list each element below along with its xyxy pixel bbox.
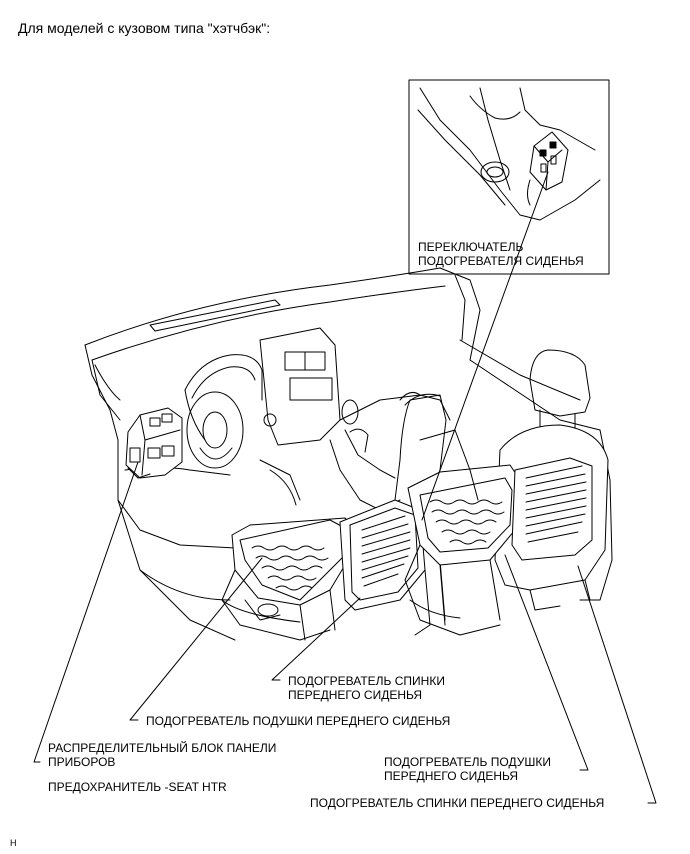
corner-mark: H: [10, 838, 17, 848]
label-fuse-seat-htr: ПРЕДОХРАНИТЕЛЬ -SEAT HTR: [48, 780, 227, 794]
label-seat-heater-switch: ПЕРЕКЛЮЧАТЕЛЬ ПОДОГРЕВАТЕЛЯ СИДЕНЬЯ: [418, 240, 584, 268]
diagram-heading: Для моделей с кузовом типа "хэтчбэк":: [18, 20, 271, 36]
dashboard-outline: [84, 267, 613, 641]
label-front-seatback-heater-right: ПОДОГРЕВАТЕЛЬ СПИНКИ ПЕРЕДНЕГО СИДЕНЬЯ: [310, 796, 605, 810]
label-line: РАСПРЕДЕЛИТЕЛЬНЫЙ БЛОК ПАНЕЛИ: [48, 741, 277, 755]
junction-block: [125, 407, 183, 479]
label-line: ПОДОГРЕВАТЕЛЬ ПОДУШКИ: [384, 755, 551, 769]
label-front-cushion-heater-left: ПОДОГРЕВАТЕЛЬ ПОДУШКИ ПЕРЕДНЕГО СИДЕНЬЯ: [146, 714, 451, 728]
inset-seat-heater-switch: [408, 79, 610, 275]
leader-lines: [33, 171, 657, 804]
label-front-cushion-heater-right: ПОДОГРЕВАТЕЛЬ ПОДУШКИ ПЕРЕДНЕГО СИДЕНЬЯ: [384, 755, 551, 783]
label-instrument-panel-junction-block: РАСПРЕДЕЛИТЕЛЬНЫЙ БЛОК ПАНЕЛИ ПРИБОРОВ: [48, 741, 276, 769]
label-line: ПЕРЕКЛЮЧАТЕЛЬ: [418, 240, 524, 254]
label-line: ПЕРЕДНЕГО СИДЕНЬЯ: [288, 688, 423, 702]
label-line: ПРИБОРОВ: [48, 755, 116, 769]
label-line: ПОДОГРЕВАТЕЛЯ СИДЕНЬЯ: [418, 254, 584, 268]
left-front-seat: [221, 393, 447, 641]
label-line: ПЕРЕДНЕГО СИДЕНЬЯ: [384, 769, 519, 783]
right-front-seat: [404, 349, 609, 636]
label-front-seatback-heater-left: ПОДОГРЕВАТЕЛЬ СПИНКИ ПЕРЕДНЕГО СИДЕНЬЯ: [288, 674, 445, 702]
label-line: ПОДОГРЕВАТЕЛЬ СПИНКИ: [288, 674, 445, 688]
